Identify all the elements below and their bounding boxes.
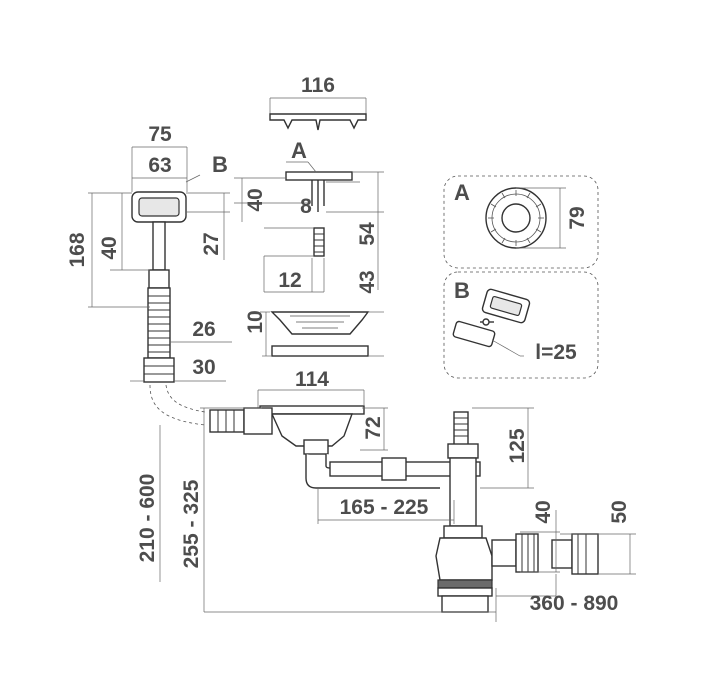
dim-54-label: 54 — [356, 222, 379, 246]
dim-114-label: 114 — [295, 368, 329, 391]
inset-a-letter: A — [454, 180, 470, 205]
dim-125-label: 125 — [506, 428, 529, 463]
inset-b — [443, 271, 599, 379]
dim-40-left-label: 40 — [98, 236, 121, 259]
dim-10-label: 10 — [244, 310, 267, 333]
dim-210-600-label: 210 - 600 — [136, 474, 159, 563]
dim-75-label: 75 — [148, 123, 172, 146]
dim-40-right-label: 40 — [532, 500, 555, 523]
dim-8-label: 8 — [300, 195, 312, 218]
dim-165-225-label: 165 - 225 — [340, 496, 429, 519]
dim-50-label: 50 — [608, 500, 631, 523]
dim-43-label: 43 — [356, 270, 379, 293]
dim-40-mid-label: 40 — [244, 188, 267, 211]
dim-30-label: 30 — [192, 356, 215, 379]
letter-a-label: A — [291, 138, 307, 163]
dim-27-label: 27 — [200, 232, 223, 255]
dim-116-label: 116 — [301, 74, 335, 97]
inset-a-dim-79-label: 79 — [566, 206, 589, 229]
dimension-labels: 116 75 63 B A 168 40 27 40 8 54 12 43 10… — [66, 74, 631, 615]
overflow-assembly — [88, 146, 232, 426]
letter-b-label: B — [212, 152, 228, 177]
dim-26-label: 26 — [192, 318, 215, 341]
inset-b-length-label: l=25 — [535, 341, 577, 364]
dim-72-label: 72 — [362, 416, 385, 439]
inset-a — [443, 175, 599, 269]
inset-b-letter: B — [454, 278, 470, 303]
dim-360-890-label: 360 - 890 — [530, 592, 619, 615]
dim-63-label: 63 — [148, 154, 171, 177]
strainer-plug-parts — [234, 97, 384, 357]
dim-255-325-label: 255 - 325 — [180, 479, 203, 568]
main-siphon — [159, 389, 636, 622]
overflow-corrugated-hose — [147, 287, 171, 359]
dim-12-label: 12 — [278, 269, 301, 292]
dim-168-label: 168 — [66, 232, 89, 267]
